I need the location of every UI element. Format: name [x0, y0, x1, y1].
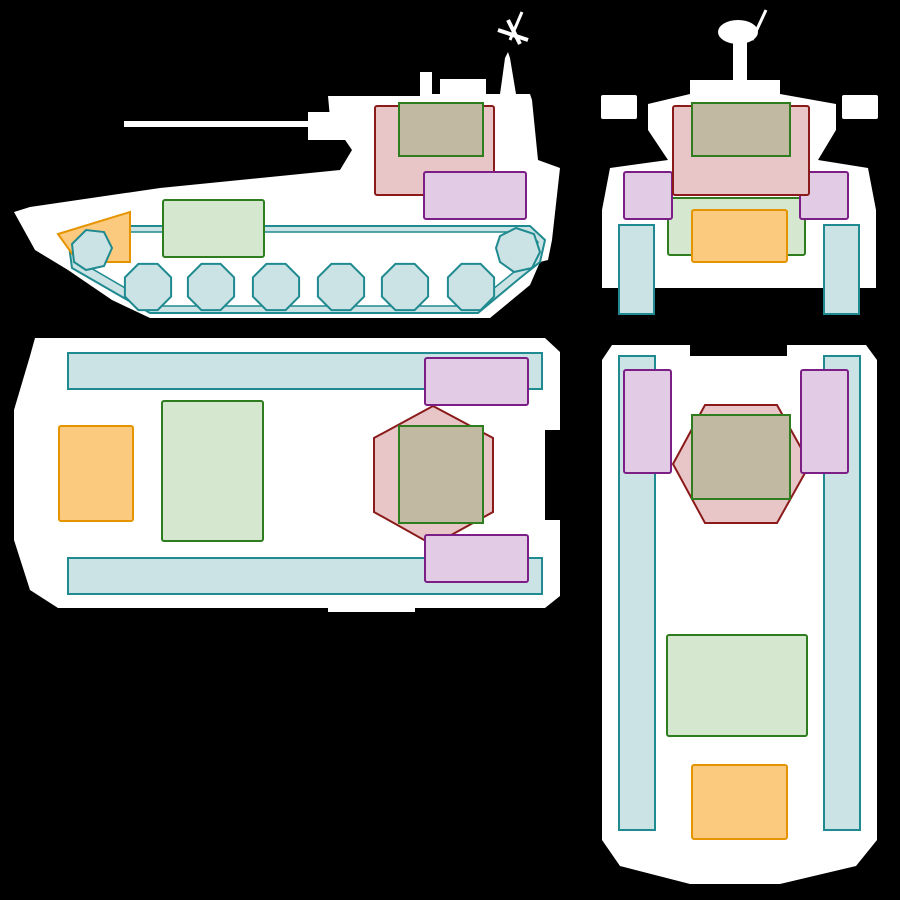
- top-sensor-lower: [424, 534, 529, 583]
- road-wheel: [251, 262, 301, 312]
- top-hull-silhouette: [14, 338, 560, 612]
- road-wheel: [316, 262, 366, 312]
- road-wheel: [380, 262, 430, 312]
- front-turret-crew-zone: [691, 102, 791, 157]
- road-wheel: [123, 262, 173, 312]
- side-sensor-zone: [423, 171, 527, 220]
- front-sensor-left: [623, 171, 673, 220]
- front-track-left: [618, 224, 655, 315]
- top-view: [14, 338, 560, 612]
- side-turret-block: [308, 112, 348, 140]
- rot-turret-crew-zone: [691, 414, 791, 500]
- front-mirror-right: [842, 95, 878, 119]
- front-mirror-left: [601, 95, 637, 119]
- side-turret-crew-zone: [398, 102, 484, 157]
- side-antenna-3: [508, 11, 524, 41]
- road-wheel: [446, 262, 496, 312]
- rot-crew-zone: [666, 634, 808, 737]
- side-gun-barrel: [124, 121, 324, 127]
- side-mast-top: [440, 79, 486, 97]
- rot-hull-silhouette: [602, 345, 877, 884]
- front-mast: [733, 40, 747, 90]
- top-view-rotated: [602, 345, 877, 884]
- front-track-right: [823, 224, 860, 315]
- rot-sensor-left: [623, 369, 672, 474]
- top-crew-zone: [161, 400, 264, 542]
- top-engine-zone: [58, 425, 134, 522]
- top-turret-crew-zone: [398, 425, 484, 524]
- front-engine-zone: [691, 209, 788, 263]
- front-antenna-whip: [750, 9, 768, 41]
- front-dish-antenna: [718, 20, 758, 44]
- rot-sensor-right: [800, 369, 849, 474]
- side-road-wheels: [123, 262, 496, 312]
- side-rear-sprocket: [494, 226, 542, 274]
- rot-engine-zone: [691, 764, 788, 840]
- side-front-idler: [70, 228, 114, 272]
- side-view: [14, 11, 560, 318]
- top-sensor-upper: [424, 357, 529, 406]
- front-view: [601, 9, 878, 315]
- side-crew-zone: [162, 199, 265, 258]
- road-wheel: [186, 262, 236, 312]
